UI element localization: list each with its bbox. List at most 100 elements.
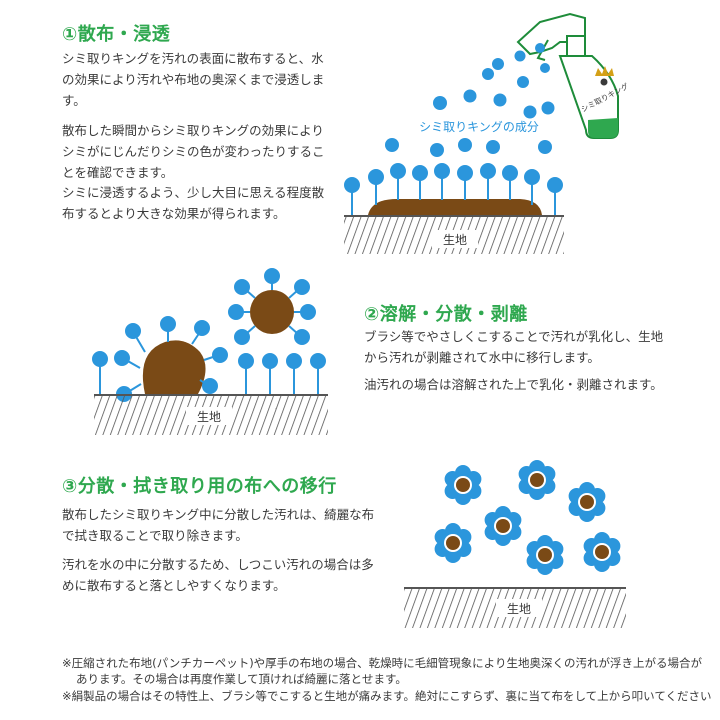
stain-core (446, 536, 460, 550)
particle (505, 512, 522, 528)
particle (529, 460, 545, 476)
stain-core (538, 548, 552, 562)
particle (526, 541, 543, 557)
emulsified-stain (142, 340, 206, 394)
particle (455, 465, 471, 481)
spray-particle (540, 63, 550, 73)
fabric-label: 生地 (507, 602, 531, 616)
particle (547, 541, 564, 557)
stain-cluster (583, 532, 621, 572)
section3-paragraph-2: 汚れを水の中に分散するため、しつこい汚れの場合は多めに散布すると落としやすくなり… (62, 557, 374, 593)
particle (604, 550, 621, 566)
emulsifying-particles (92, 316, 228, 402)
fabric-label: 生地 (197, 410, 221, 424)
particle (537, 559, 553, 575)
particle (568, 500, 585, 516)
particle (604, 538, 621, 554)
spray-particle (482, 68, 494, 80)
spray-particle (517, 76, 529, 88)
particle (518, 478, 535, 494)
particle (547, 553, 564, 569)
particle (589, 488, 606, 504)
stain-cluster (518, 460, 556, 500)
section3-heading: ③分散・拭き取り用の布への移行 (62, 476, 337, 497)
section1-paragraph-3: シミに浸透するよう、少し大目に思える程度散布するとより大きな効果が得られます。 (62, 185, 325, 221)
spray-particle (538, 140, 552, 154)
standing-particles (344, 163, 563, 215)
component-label: シミ取りキングの成分 (419, 120, 539, 134)
spray-particle (535, 43, 545, 53)
particle (526, 553, 543, 569)
spray-particle (385, 138, 399, 152)
dispersed-stain-clusters (434, 460, 621, 575)
fabric (344, 216, 564, 254)
stain-core (530, 473, 544, 487)
stain-cluster (568, 482, 606, 522)
detaching-particles (228, 268, 316, 345)
spray-particle (430, 143, 444, 157)
spray-particle (493, 93, 507, 107)
particle (465, 471, 482, 487)
particle (455, 529, 472, 545)
particle (579, 506, 595, 522)
particle (594, 556, 610, 572)
spray-particle (492, 58, 504, 70)
spray-particle (458, 138, 472, 152)
particle (529, 484, 545, 500)
spray-particles (385, 43, 555, 157)
spray-bottle-icon (516, 12, 619, 139)
section1-paragraph-2: 散布した瞬間からシミ取りキングの効果によりシミがにじんだりシミの色が変わったりす… (62, 123, 325, 180)
note-2: ※絹製品の場合はその特性上、ブラシ等でこすると生地が痛みます。絶対にこすらず、裏… (62, 689, 712, 703)
particle (505, 524, 522, 540)
spray-particle (523, 105, 537, 119)
particle (445, 547, 461, 563)
fabric (404, 588, 626, 628)
particle (495, 530, 511, 546)
note-1: ※圧縮された布地(パンチカーペット)や厚手の布地の場合、乾燥時に毛細管現象により… (62, 656, 702, 686)
particle (579, 482, 595, 498)
stain-cluster (526, 535, 564, 575)
stain (368, 198, 542, 215)
section2-paragraph-2: 油汚れの場合は溶解された上で乳化・剥離されます。 (364, 377, 663, 392)
particle (594, 532, 610, 548)
fabric (94, 395, 328, 435)
section1-paragraph-1: シミ取りキングを汚れの表面に散布すると、水の効果により汚れや布地の奥深くまで浸透… (62, 51, 325, 108)
particle (484, 512, 501, 528)
spray-particle (486, 140, 500, 154)
spray-particle (433, 96, 447, 110)
spray-particle (514, 50, 526, 62)
stain-core (580, 495, 594, 509)
standing-particles (238, 353, 326, 394)
particle (455, 541, 472, 557)
particle (539, 478, 556, 494)
stain-core (595, 545, 609, 559)
stain-cluster (444, 465, 482, 505)
stain-cluster (484, 506, 522, 546)
stain-core (456, 478, 470, 492)
particle (583, 550, 600, 566)
stain-cluster (434, 523, 472, 563)
particle (444, 483, 461, 499)
spray-particle (463, 89, 477, 103)
spray-particle (541, 101, 555, 115)
section2-paragraph-1: ブラシ等でやさしくこすることで汚れが乳化し、生地から汚れが剥離されて水中に移行し… (364, 329, 664, 365)
particle (589, 500, 606, 516)
particle (434, 541, 451, 557)
particle (583, 538, 600, 554)
detached-stain (250, 290, 294, 334)
particle (568, 488, 585, 504)
particle (434, 529, 451, 545)
section3-paragraph-1: 散布したシミ取りキング中に分散した汚れは、綺麗な布で拭き取ることで取り除きます。 (62, 507, 375, 543)
particle (495, 506, 511, 522)
particle (465, 483, 482, 499)
section1-heading: ①散布・浸透 (62, 24, 171, 45)
particle (445, 523, 461, 539)
bottle-label: シミ取りキング (579, 80, 630, 114)
particle (484, 524, 501, 540)
particle (539, 466, 556, 482)
particle (444, 471, 461, 487)
particle (455, 489, 471, 505)
fabric-label: 生地 (443, 233, 467, 247)
particle (537, 535, 553, 551)
stain-core (496, 519, 510, 533)
